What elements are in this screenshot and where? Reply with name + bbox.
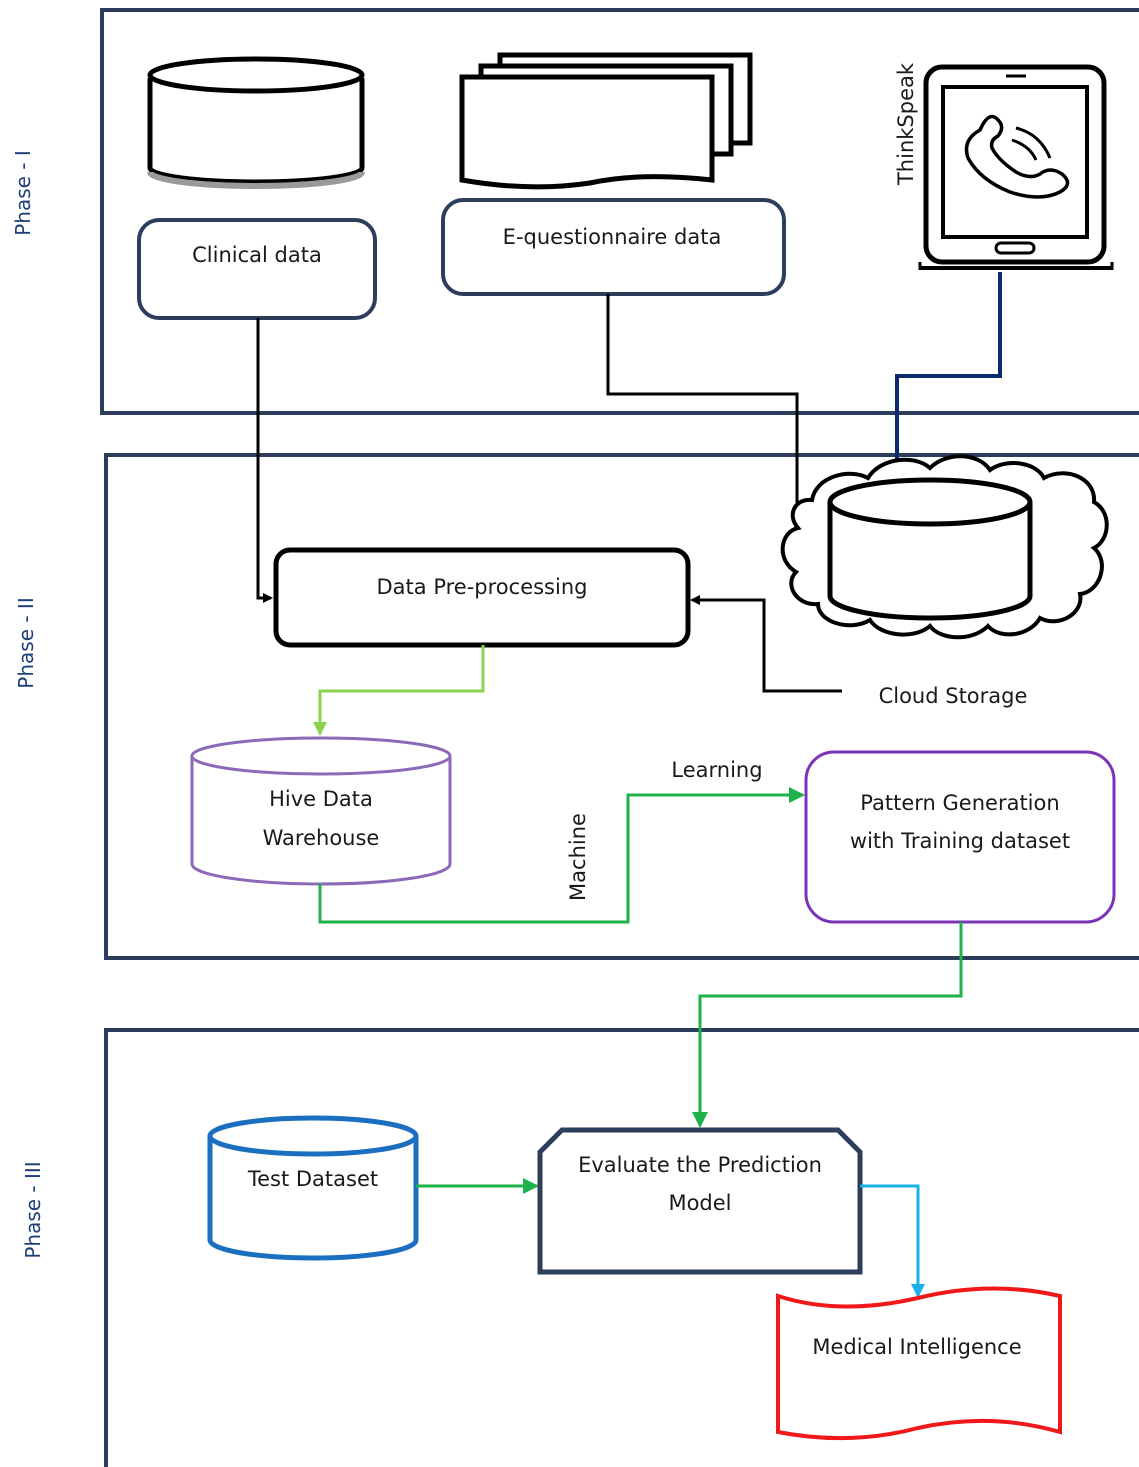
arrow-equestionnaire-to-cloud — [606, 294, 802, 525]
arrow-clinical-to-preprocessing — [256, 318, 273, 603]
equestionnaire-data-label: E-questionnaire data — [503, 225, 722, 249]
hive-data-warehouse-node — [190, 736, 452, 886]
arrow-pattern-to-evaluate — [692, 922, 963, 1128]
hive-label-line1: Hive Data — [269, 787, 373, 811]
data-preprocessing-label: Data Pre-processing — [377, 575, 588, 599]
pattern-label-line1: Pattern Generation — [860, 791, 1059, 815]
phase2-frame — [104, 453, 1139, 960]
phase1-frame — [100, 8, 1139, 415]
evaluate-label-line2: Model — [668, 1191, 731, 1215]
cloud-storage-label: Cloud Storage — [879, 684, 1028, 708]
tablet-phone-icon — [918, 64, 1114, 270]
clinical-data-node — [137, 218, 377, 320]
phase3-label: Phase - III — [21, 1161, 45, 1258]
database-icon — [147, 56, 365, 189]
arrow-preprocessing-to-hive — [313, 645, 485, 736]
arrow-cloud-to-preprocessing — [690, 595, 842, 693]
thinkspeak-label: ThinkSpeak — [894, 62, 918, 186]
test-dataset-label: Test Dataset — [247, 1167, 378, 1191]
clinical-data-label: Clinical data — [192, 243, 322, 267]
cloud-storage-icon — [780, 454, 1109, 640]
equestionnaire-data-node — [441, 198, 786, 296]
pattern-label-line2: with Training dataset — [850, 829, 1070, 853]
phase2-label: Phase - II — [14, 597, 38, 688]
hive-label-line2: Warehouse — [263, 826, 380, 850]
medical-intelligence-label: Medical Intelligence — [812, 1335, 1021, 1359]
phase3-frame — [104, 1028, 1139, 1467]
learning-label: Learning — [671, 758, 762, 782]
documents-icon — [459, 52, 753, 190]
arrow-thinkspeak-to-cloud — [890, 272, 1002, 476]
evaluate-label-line1: Evaluate the Prediction — [578, 1153, 822, 1177]
arrow-evaluate-to-medical — [860, 1184, 925, 1298]
arrow-hive-to-pattern — [318, 787, 805, 924]
machine-label: Machine — [566, 813, 590, 901]
medical-intelligence-node — [776, 1286, 1062, 1441]
test-dataset-node — [207, 1115, 419, 1261]
phase1-label: Phase - I — [11, 150, 35, 236]
evaluate-model-node — [537, 1127, 863, 1275]
